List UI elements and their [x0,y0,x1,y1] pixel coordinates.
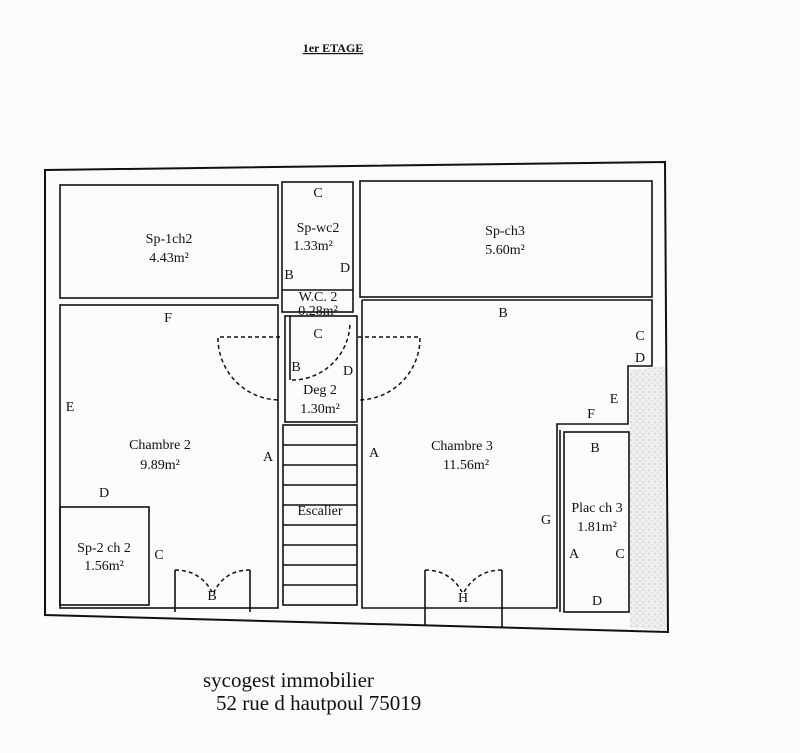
room-sp2ch2 [59,506,150,606]
room-placch3 [563,431,630,613]
wall-label: D [99,486,109,501]
room-chambre3 [361,299,653,609]
window-chambre2-leaves [174,569,251,593]
placch3-name: Plac ch 3 [571,501,622,516]
sp1ch2-name: Sp-1ch2 [146,232,193,247]
wall-label: C [154,548,163,563]
spwc2-area: 1.33m² [293,239,333,254]
wall-label: A [369,446,380,461]
chambre2-name: Chambre 2 [129,438,191,453]
wall-label: C [615,547,624,562]
wall-label: E [610,392,619,407]
spwc2-name: Sp-wc2 [297,221,340,236]
wall-label: D [592,594,602,609]
placch3-area: 1.81m² [577,520,617,535]
room-escalier [282,424,358,606]
wall-labels: C D B C B D F E A D C B H A B C D E F B … [66,186,645,609]
chambre3-name: Chambre 3 [431,439,493,454]
escalier-name: Escalier [297,504,342,519]
floor-title: 1er ETAGE [303,41,364,55]
wall-label: A [263,450,274,465]
wall-label: D [343,364,353,379]
room-sp1ch2 [59,184,279,299]
wc2-area: 0.28m² [298,304,338,319]
sp1ch2-area: 4.43m² [149,251,189,266]
deg2-area: 1.30m² [300,402,340,417]
room-spch3 [359,180,653,298]
wall-label: A [569,547,580,562]
chambre2-area: 9.89m² [140,458,180,473]
door-chambre2-deg2 [217,336,281,401]
wall-label: D [635,351,645,366]
wall-label: B [498,306,507,321]
stair-steps [283,444,357,586]
wc2-name: W.C. 2 [299,290,338,305]
wall-label: C [313,327,322,342]
company-address: 52 rue d hautpoul 75019 [216,691,422,715]
company-name: sycogest immobilier [203,668,374,692]
wall-label: D [340,261,350,276]
wall-label: B [207,589,216,604]
window-chambre3 [424,570,503,628]
wall-label: F [587,407,595,422]
wall-label: B [291,360,300,375]
door-deg2-wc [291,321,351,381]
wall-label: C [635,329,644,344]
wall-label: B [284,268,293,283]
room-deg2 [284,315,358,423]
room-chambre2 [59,304,279,609]
spch3-name: Sp-ch3 [485,224,525,239]
spch3-area: 5.60m² [485,243,525,258]
wall-label: C [313,186,322,201]
window-chambre2 [174,570,251,612]
window-chambre3-leaves [424,569,503,593]
outer-wall [44,160,670,634]
wall-label: F [164,311,172,326]
sp2ch2-area: 1.56m² [84,559,124,574]
sp2ch2-name: Sp-2 ch 2 [77,541,131,556]
wall-label: G [541,513,551,528]
wall-label: B [590,441,599,456]
door-chambre3-deg2 [357,336,421,401]
chambre3-area: 11.56m² [443,458,489,473]
exterior-hatched-area [630,366,668,630]
deg2-name: Deg 2 [303,383,337,398]
room-spwc2 [281,181,354,313]
wall-label: H [458,591,468,606]
wall-label: E [66,400,75,415]
